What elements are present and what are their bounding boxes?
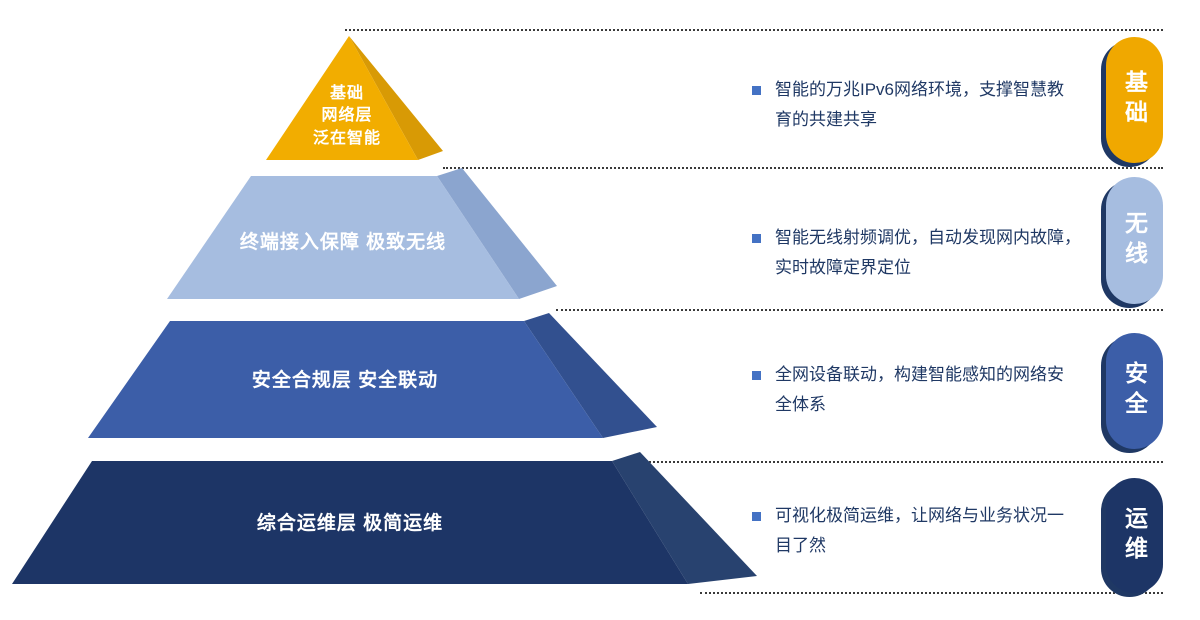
badge-wireless: 无线 <box>1106 177 1163 304</box>
annotation-security: 全网设备联动，构建智能感知的网络安 全体系 <box>752 360 1097 420</box>
badge-operations: 运维 <box>1106 478 1163 593</box>
pyramid-layer-operations-side <box>612 452 757 584</box>
annotation-text: 智能无线射频调优，自动发现网内故障， 实时故障定界定位 <box>775 223 1081 283</box>
annotation-text: 智能的万兆IPv6网络环境，支撑智慧教 育的共建共享 <box>775 75 1064 135</box>
foundation-label-line1: 基础 <box>329 83 364 102</box>
separator-line-1 <box>345 29 1163 31</box>
annotation-foundation: 智能的万兆IPv6网络环境，支撑智慧教 育的共建共享 <box>752 75 1097 135</box>
bullet-square-icon <box>752 86 761 95</box>
pyramid-layer-operations-face <box>12 461 688 584</box>
operations-label: 综合运维层 极简运维 <box>257 511 443 534</box>
foundation-label-line2: 网络层 <box>321 105 372 124</box>
pyramid-layer-wireless-side <box>437 168 557 299</box>
annotation-line: 目了然 <box>775 536 826 555</box>
annotation-operations: 可视化极简运维，让网络与业务状况一 目了然 <box>752 501 1097 561</box>
annotation-text: 全网设备联动，构建智能感知的网络安 全体系 <box>775 360 1064 420</box>
security-label: 安全合规层 安全联动 <box>252 368 438 391</box>
separator-line-2 <box>443 167 1163 169</box>
annotation-text: 可视化极简运维，让网络与业务状况一 目了然 <box>775 501 1064 561</box>
pyramid-layer-foundation-face <box>266 36 418 160</box>
bullet-square-icon <box>752 234 761 243</box>
separator-line-4 <box>630 461 1163 463</box>
separator-line-5 <box>700 592 1163 594</box>
annotation-line: 智能无线射频调优，自动发现网内故障， <box>775 228 1081 247</box>
annotation-line: 智能的万兆IPv6网络环境，支撑智慧教 <box>775 80 1065 99</box>
annotation-line: 育的共建共享 <box>775 110 877 129</box>
pyramid-layer-security-face <box>88 321 603 438</box>
badge-security: 安全 <box>1106 333 1163 449</box>
annotation-wireless: 智能无线射频调优，自动发现网内故障， 实时故障定界定位 <box>752 223 1097 283</box>
separator-line-3 <box>556 309 1163 311</box>
annotation-line: 全网设备联动，构建智能感知的网络安 <box>775 365 1064 384</box>
annotation-line: 实时故障定界定位 <box>775 258 911 277</box>
pyramid-layer-wireless-face <box>167 176 519 299</box>
annotation-line: 全体系 <box>775 395 826 414</box>
bullet-square-icon <box>752 371 761 380</box>
bullet-square-icon <box>752 512 761 521</box>
annotation-line: 可视化极简运维，让网络与业务状况一 <box>775 506 1064 525</box>
foundation-label-line3: 泛在智能 <box>313 128 381 147</box>
badge-foundation: 基础 <box>1106 37 1163 163</box>
pyramid-layer-foundation-side <box>349 36 443 160</box>
pyramid-layer-security-side <box>524 313 657 438</box>
pyramid-diagram: 基础 网络层 泛在智能 终端接入保障 极致无线 安全合规层 安全联动 综合运维层… <box>12 36 757 584</box>
wireless-label: 终端接入保障 极致无线 <box>240 230 446 253</box>
